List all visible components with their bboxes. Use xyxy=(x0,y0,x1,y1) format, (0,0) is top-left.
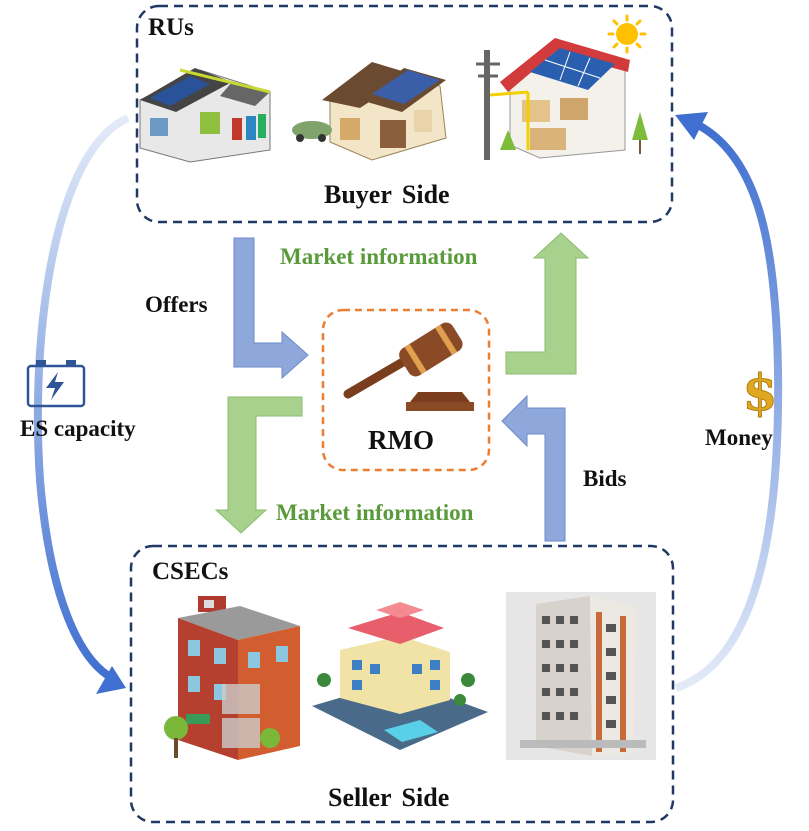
rmo-label: RMO xyxy=(368,425,434,455)
dollar-icon: $ xyxy=(742,363,778,423)
gavel-icon xyxy=(343,322,474,411)
market-info-top-label: Market information xyxy=(280,244,478,269)
house-icon xyxy=(139,68,271,163)
battery-icon xyxy=(26,360,86,408)
buyer-group-title: RUs xyxy=(148,14,194,41)
bids-arrow xyxy=(501,394,566,542)
house-icon xyxy=(476,38,648,160)
money-curve-arrow xyxy=(674,112,783,692)
bids-label: Bids xyxy=(583,466,627,491)
seller-box xyxy=(129,544,675,824)
building-icon xyxy=(506,592,656,760)
offers-label: Offers xyxy=(145,292,208,317)
market-info-bottom-label: Market information xyxy=(276,500,474,525)
house-icon xyxy=(292,62,447,161)
seller-side-label: Seller Side xyxy=(328,783,450,812)
building-icon xyxy=(312,602,488,750)
rmo-box xyxy=(321,308,491,472)
money-label: Money xyxy=(705,425,773,450)
market-info-down-arrow xyxy=(214,396,303,534)
es-capacity-curve-arrow xyxy=(33,114,130,694)
building-icon xyxy=(164,596,300,760)
offers-arrow xyxy=(233,237,309,380)
market-info-up-arrow xyxy=(505,232,590,375)
es-capacity-label: ES capacity xyxy=(20,416,136,441)
svg-text:$: $ xyxy=(743,363,778,422)
seller-group-title: CSECs xyxy=(152,558,229,585)
sun-icon xyxy=(607,14,647,54)
buyer-box xyxy=(135,4,674,224)
buyer-side-label: Buyer Side xyxy=(324,180,450,209)
